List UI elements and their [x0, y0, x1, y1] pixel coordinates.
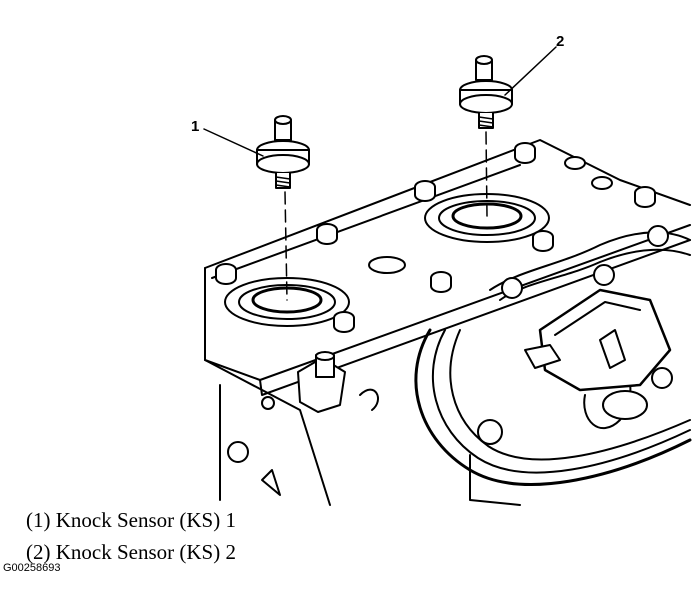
lower-bracket — [297, 351, 346, 413]
knock-sensor-1 — [256, 115, 310, 189]
bolt — [514, 142, 536, 164]
bolt — [316, 223, 338, 245]
bolt — [333, 311, 355, 333]
plug-hole — [368, 256, 406, 274]
throttle-body — [524, 288, 672, 420]
install-line-1 — [284, 191, 288, 301]
callout-leader-2 — [504, 46, 557, 96]
sensor-boss-2 — [424, 193, 550, 243]
bolt — [215, 263, 237, 285]
knock-sensor-2 — [459, 55, 513, 129]
bolt — [532, 230, 554, 252]
bolt — [634, 186, 656, 208]
bolt — [591, 176, 613, 190]
legend: (1) Knock Sensor (KS) 1 (2) Knock Sensor… — [26, 504, 236, 568]
install-line-2 — [485, 131, 488, 217]
figure-id: G00258693 — [3, 562, 61, 574]
intake-manifold — [414, 225, 692, 506]
callout-number-1: 1 — [191, 118, 199, 135]
bolt — [564, 156, 586, 170]
callout-leader-1 — [203, 128, 264, 157]
legend-item-knock-sensor-1: (1) Knock Sensor (KS) 1 — [26, 508, 236, 532]
deck-bolts — [215, 142, 656, 333]
bolt — [430, 271, 452, 293]
bolt — [414, 180, 436, 202]
legend-item-knock-sensor-2: (2) Knock Sensor (KS) 2 — [26, 540, 236, 564]
callout-number-2: 2 — [556, 33, 564, 50]
